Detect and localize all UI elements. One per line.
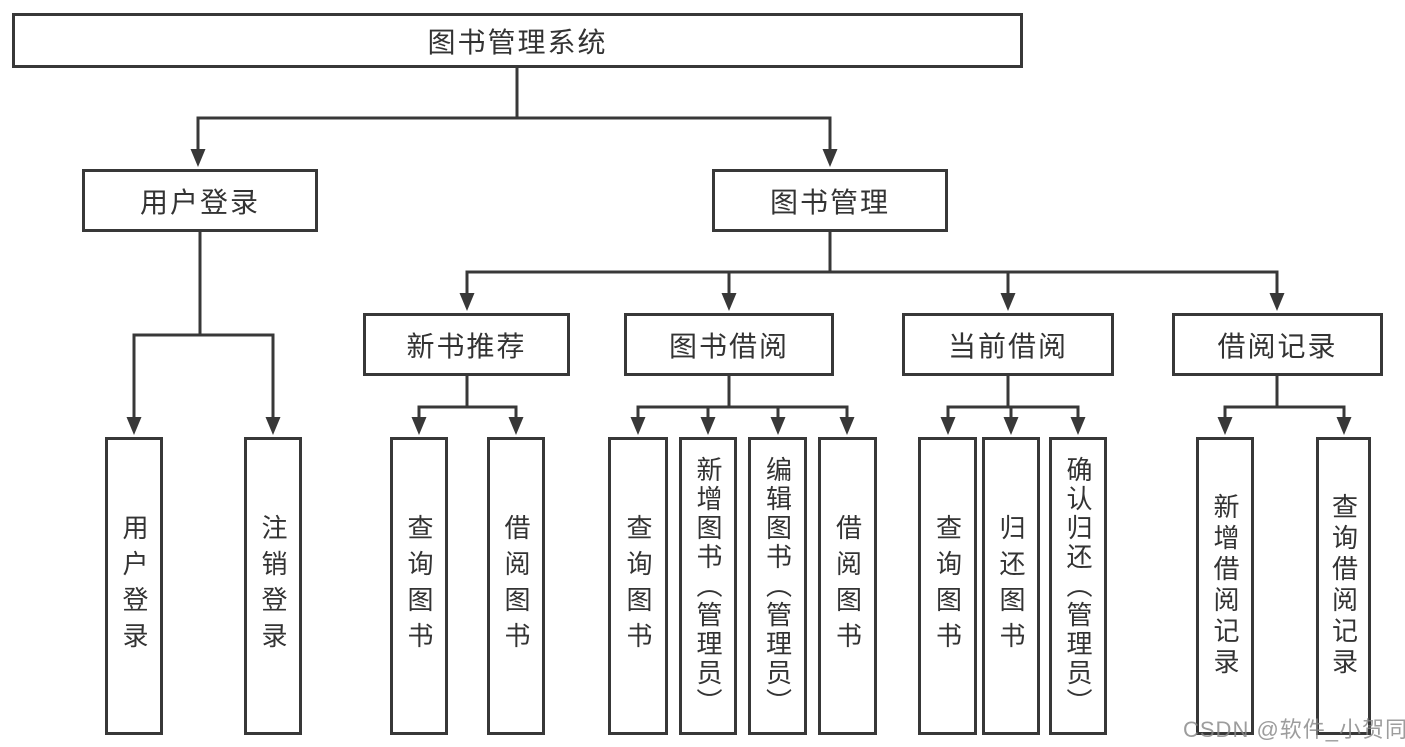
leaf-label: 用户登录 [119, 514, 149, 658]
node-borrow-records: 借阅记录 [1172, 313, 1383, 376]
leaf-user-login: 用户登录 [105, 437, 163, 735]
node-new-book-recommend: 新书推荐 [363, 313, 570, 376]
leaf-query-book-current: 查询图书 [918, 437, 977, 735]
leaf-logout: 注销登录 [244, 437, 302, 735]
leaf-query-book-recommend: 查询图书 [390, 437, 448, 735]
arrowheads [126, 149, 1352, 435]
leaf-borrow-book: 借阅图书 [818, 437, 877, 735]
node-book-borrow: 图书借阅 [624, 313, 834, 376]
leaf-add-borrow-record: 新增借阅记录 [1196, 437, 1254, 735]
node-root: 图书管理系统 [12, 13, 1023, 68]
leaf-edit-book-admin: 编辑图书（管理员） [748, 437, 807, 735]
leaf-query-book-borrow: 查询图书 [608, 437, 668, 735]
leaf-borrow-book-recommend: 借阅图书 [487, 437, 545, 735]
leaf-label: 新增借阅记录 [1210, 493, 1240, 679]
leaf-label: 借阅图书 [832, 514, 863, 658]
node-user-login: 用户登录 [82, 169, 318, 232]
leaf-label: 确认归还（管理员） [1063, 455, 1093, 717]
node-current-borrow: 当前借阅 [902, 313, 1114, 376]
leaf-label: 注销登录 [258, 514, 288, 658]
node-book-management: 图书管理 [712, 169, 948, 232]
leaf-add-book-admin: 新增图书（管理员） [679, 437, 737, 735]
leaf-confirm-return-admin: 确认归还（管理员） [1049, 437, 1107, 735]
leaf-query-borrow-record: 查询借阅记录 [1316, 437, 1371, 735]
leaf-return-book: 归还图书 [982, 437, 1040, 735]
leaf-label: 编辑图书（管理员） [762, 455, 793, 717]
leaf-label: 查询借阅记录 [1328, 493, 1359, 679]
csdn-watermark: CSDN @软件_小贺同学 [1183, 717, 1405, 742]
leaf-label: 查询图书 [623, 514, 653, 658]
leaf-label: 新增图书（管理员） [693, 455, 723, 717]
leaf-label: 查询图书 [404, 514, 434, 658]
leaf-label: 查询图书 [932, 514, 963, 658]
leaf-label: 借阅图书 [501, 514, 531, 658]
leaf-label: 归还图书 [996, 514, 1026, 658]
